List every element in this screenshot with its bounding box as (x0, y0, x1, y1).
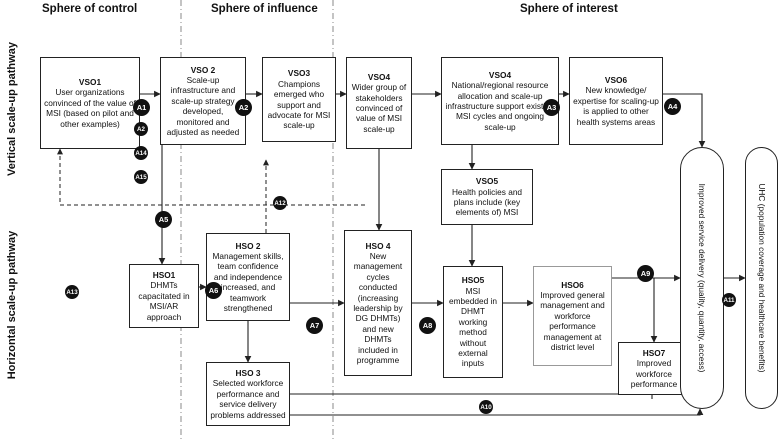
node-hso2: HSO 2 Management skills, team confidence… (206, 233, 290, 321)
node-hso4-text: New management cycles conducted (increas… (353, 250, 403, 366)
node-hso7: HSO7 Improved workforce performance (618, 342, 690, 395)
node-vso2-title: VSO 2 (190, 64, 216, 75)
arrow-hso3-service-bottom (290, 408, 704, 416)
assumption-badge: A2 (134, 122, 148, 136)
header-sphere-control: Sphere of control (42, 3, 138, 15)
node-vso6-text: New knowledge/ expertise for scaling-up … (573, 85, 659, 127)
node-vso5: VSO5 Health policies and plans include (… (441, 169, 533, 225)
assumption-badge: A6 (205, 282, 222, 299)
node-hso7-title: HSO7 (642, 347, 666, 358)
assumption-badge: A10 (479, 400, 493, 414)
assumption-badge: A2 (235, 99, 252, 116)
node-vso5-title: VSO5 (475, 176, 499, 187)
node-vso4b-text: National/regional resource allocation an… (445, 80, 555, 132)
node-hso6-title: HSO6 (561, 279, 584, 290)
node-hso3-text: Selected workforce performance and servi… (210, 378, 286, 420)
assumption-badge: A13 (65, 285, 79, 299)
node-vso3: VSO3 Champions emerged who support and a… (262, 57, 336, 142)
assumption-badge: A8 (419, 317, 436, 334)
node-vso4a: VSO4 Wider group of stakeholders convinc… (346, 57, 412, 149)
node-vso5-text: Health policies and plans include (key e… (451, 186, 523, 218)
node-vso4a-text: Wider group of stakeholders convinced of… (351, 82, 407, 134)
node-hso5-title: HSO5 (461, 275, 485, 286)
assumption-badge: A15 (134, 170, 148, 184)
node-vso2: VSO 2 Scale-up infrastructure and scale-… (160, 57, 246, 145)
node-vso3-text: Champions emerged who support and advoca… (267, 78, 331, 131)
assumption-badge: A14 (134, 146, 148, 160)
node-vso1-text: User organizations convinced of the valu… (44, 87, 136, 129)
assumption-badge: A7 (306, 317, 323, 334)
node-hso1-title: HSO1 (152, 269, 176, 280)
node-vso1: VSO1 User organizations convinced of the… (40, 57, 140, 149)
assumption-badge: A9 (637, 265, 654, 282)
node-vso3-title: VSO3 (287, 68, 311, 79)
node-vso4b: VSO4 National/regional resource allocati… (441, 57, 559, 145)
assumption-badge: A11 (722, 293, 736, 307)
assumption-badge: A3 (543, 99, 560, 116)
node-hso6-text: Improved general management and workforc… (540, 289, 605, 353)
node-hso5: HSO5 MSI embedded in DHMT working method… (443, 266, 503, 378)
node-hso4: HSO 4 New management cycles conducted (i… (344, 230, 412, 376)
node-hso7-text: Improved workforce performance (630, 358, 678, 389)
node-vso4a-title: VSO4 (367, 71, 391, 82)
node-hso1: HSO1 DHMTs capacitated in MSI/AR approac… (129, 264, 199, 328)
node-vso6-title: VSO6 (604, 74, 628, 85)
node-hso1-text: DHMTs capacitated in MSI/AR approach (138, 280, 190, 322)
assumption-badge: A4 (664, 98, 681, 115)
arrow-vso6-service (663, 93, 706, 148)
label-vertical-pathway: Vertical scale-up pathway (6, 42, 18, 176)
node-vso6: VSO6 New knowledge/ expertise for scalin… (569, 57, 663, 145)
outcome-service-delivery-text: Improved service delivery (quality, quan… (697, 183, 708, 373)
outcome-uhc-text: UHC (population coverage and healthcare … (756, 183, 767, 373)
node-vso4b-title: VSO4 (488, 69, 512, 80)
node-vso2-text: Scale-up infrastructure and scale-up str… (166, 74, 240, 138)
outcome-service-delivery: Improved service delivery (quality, quan… (680, 147, 724, 409)
label-horizontal-pathway: Horizontal scale-up pathway (6, 230, 18, 380)
node-hso4-title: HSO 4 (365, 240, 391, 251)
assumption-badge: A12 (273, 196, 287, 210)
node-hso5-text: MSI embedded in DHMT working method with… (449, 285, 497, 369)
node-hso6: HSO6 Improved general management and wor… (533, 266, 612, 366)
outcome-uhc: UHC (population coverage and healthcare … (745, 147, 778, 409)
assumption-badge: A1 (133, 99, 150, 116)
assumption-badge: A5 (155, 211, 172, 228)
node-hso3: HSO 3 Selected workforce performance and… (206, 362, 290, 426)
arrow-hso3-hso7 (290, 379, 656, 399)
feedback-to-vso1 (57, 148, 365, 206)
node-hso2-text: Management skills, team confidence and i… (212, 250, 284, 314)
header-sphere-interest: Sphere of interest (520, 3, 618, 15)
header-sphere-influence: Sphere of influence (211, 3, 318, 15)
node-hso3-title: HSO 3 (235, 367, 261, 378)
node-vso1-title: VSO1 (78, 76, 102, 87)
node-hso2-title: HSO 2 (235, 240, 261, 251)
